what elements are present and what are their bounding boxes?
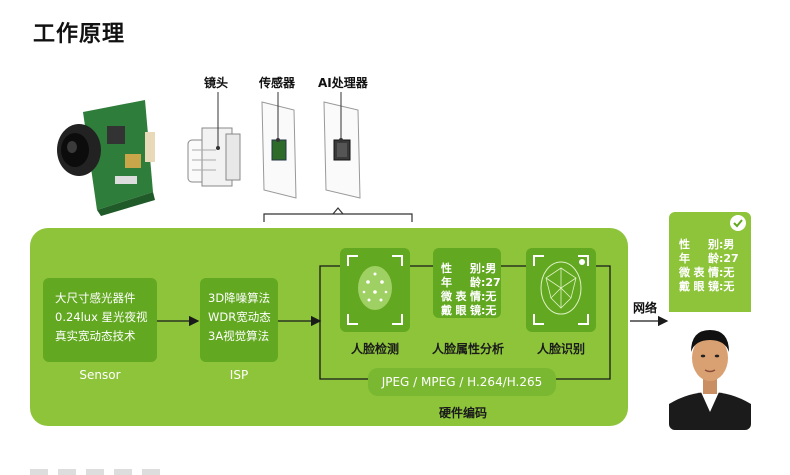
face-attribute-box: 性 别:男 年 龄:27 微表情:无 戴眼镜:无 xyxy=(433,248,501,318)
encoding-label: JPEG / MPEG / H.264/H.265 xyxy=(381,375,543,389)
attr-value: 男 xyxy=(485,262,497,275)
result-key: 微表情 xyxy=(679,266,719,279)
next-section-heading-partial xyxy=(30,469,160,475)
face-detect-icon xyxy=(347,255,403,325)
face-recognition-caption: 人脸识别 xyxy=(536,342,585,356)
attr-row: 戴眼镜:无 xyxy=(441,304,497,317)
result-row: 年 龄:27 xyxy=(679,252,739,265)
face-mesh-icon xyxy=(533,255,589,325)
page-title: 工作原理 xyxy=(33,22,126,47)
check-icon xyxy=(730,215,746,231)
attr-key: 戴眼镜 xyxy=(441,304,481,317)
result-key: 性 别 xyxy=(679,238,719,251)
person-photo xyxy=(669,312,751,430)
attr-row: 微表情:无 xyxy=(441,290,497,303)
result-value: 无 xyxy=(723,280,735,293)
attr-value: 无 xyxy=(485,304,497,317)
face-recognition-box xyxy=(526,248,596,332)
sensor-caption: Sensor xyxy=(79,368,121,382)
isp-line-3: 3A视觉算法 xyxy=(208,329,270,343)
encoding-box: JPEG / MPEG / H.264/H.265 xyxy=(368,368,556,396)
sensor-chip-image xyxy=(261,101,297,199)
sensor-label: 传感器 xyxy=(259,76,296,90)
sensor-line-3: 真实宽动态技术 xyxy=(55,329,136,343)
isp-line-1: 3D降噪算法 xyxy=(208,291,271,305)
result-attributes: 性 别:男 年 龄:27 微表情:无 戴眼镜:无 xyxy=(679,238,739,294)
isp-box: 3D降噪算法 WDR宽动态 3A视觉算法 xyxy=(200,278,278,362)
attr-row: 年 龄:27 xyxy=(441,276,501,289)
result-card: 性 别:男 年 龄:27 微表情:无 戴眼镜:无 xyxy=(669,212,751,430)
sensor-line-1: 大尺寸感光器件 xyxy=(55,291,136,305)
attr-value: 27 xyxy=(485,276,501,289)
attr-key: 年 龄 xyxy=(441,276,481,289)
result-row: 性 别:男 xyxy=(679,238,735,251)
sensor-line-2: 0.24lux 星光夜视 xyxy=(55,310,148,324)
face-detect-box xyxy=(340,248,410,332)
network-label: 网络 xyxy=(633,301,658,315)
attr-key: 微表情 xyxy=(441,290,481,303)
isp-caption: ISP xyxy=(229,368,249,382)
face-attribute-caption: 人脸属性分析 xyxy=(431,342,504,356)
ai-processor-label: AI处理器 xyxy=(318,76,368,90)
sensor-box: 大尺寸感光器件 0.24lux 星光夜视 真实宽动态技术 xyxy=(43,278,157,362)
result-value: 男 xyxy=(723,238,735,251)
attr-value: 无 xyxy=(485,290,497,303)
ai-chip-image xyxy=(323,101,361,199)
isp-line-2: WDR宽动态 xyxy=(208,310,271,324)
result-value: 27 xyxy=(723,252,739,265)
encoding-caption: 硬件编码 xyxy=(438,406,487,420)
lens-image xyxy=(187,127,241,187)
result-row: 戴眼镜:无 xyxy=(679,280,735,293)
result-key: 年 龄 xyxy=(679,252,719,265)
camera-module-image xyxy=(57,100,155,216)
result-value: 无 xyxy=(723,266,735,279)
result-row: 微表情:无 xyxy=(679,266,735,279)
lens-label: 镜头 xyxy=(204,76,229,90)
face-detect-caption: 人脸检测 xyxy=(350,342,399,356)
result-key: 戴眼镜 xyxy=(679,280,719,293)
attr-key: 性 别 xyxy=(441,262,481,275)
attr-row: 性 别:男 xyxy=(441,262,497,275)
